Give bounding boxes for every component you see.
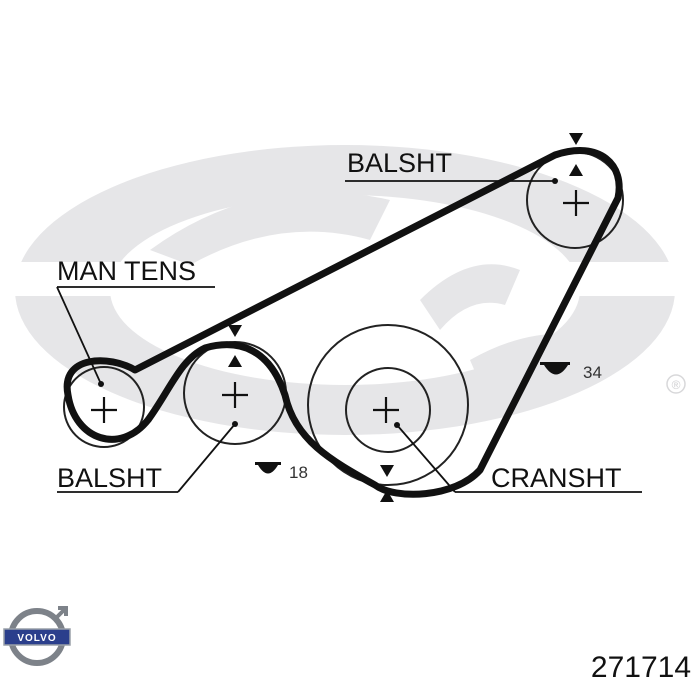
leader-dot bbox=[232, 421, 238, 427]
crankshaft-inner-pulley bbox=[345, 367, 431, 453]
tooth-count-right: 34 bbox=[583, 363, 602, 382]
timing-mark-icon bbox=[228, 355, 242, 367]
leader-dot bbox=[394, 422, 400, 428]
registered-mark: ® bbox=[672, 378, 681, 392]
leader-line bbox=[396, 424, 456, 493]
timing-mark-icon bbox=[569, 164, 583, 176]
center-cross-icon bbox=[373, 397, 399, 423]
leader-dot bbox=[552, 178, 558, 184]
label-cransht: CRANSHT bbox=[491, 463, 622, 493]
gates-watermark-icon: ® bbox=[0, 145, 700, 435]
part-number: 271714 bbox=[591, 651, 691, 684]
center-cross-icon bbox=[91, 397, 117, 423]
leader-line bbox=[56, 286, 102, 385]
volvo-logo-icon: VOLVO bbox=[3, 606, 71, 666]
timing-mark-icon bbox=[380, 490, 394, 502]
leader-line bbox=[177, 423, 236, 493]
tooth-icon bbox=[255, 462, 281, 474]
label-balsht-bottom: BALSHT bbox=[57, 463, 162, 493]
tooth-count-left: 18 bbox=[289, 463, 308, 482]
crankshaft-outer-pulley bbox=[307, 324, 469, 486]
leader-dot bbox=[98, 381, 104, 387]
timing-mark-icon bbox=[228, 325, 242, 337]
timing-mark-icon bbox=[569, 133, 583, 145]
brand-text: VOLVO bbox=[17, 633, 56, 644]
center-cross-icon bbox=[222, 382, 248, 408]
tooth-icon bbox=[540, 362, 570, 375]
timing-belt bbox=[63, 147, 623, 498]
center-cross-icon bbox=[563, 190, 589, 216]
timing-mark-icon bbox=[380, 465, 394, 477]
label-balsht-top: BALSHT bbox=[347, 148, 452, 178]
manual-tensioner-pulley bbox=[63, 366, 145, 448]
label-man-tens: MAN TENS bbox=[57, 256, 196, 286]
